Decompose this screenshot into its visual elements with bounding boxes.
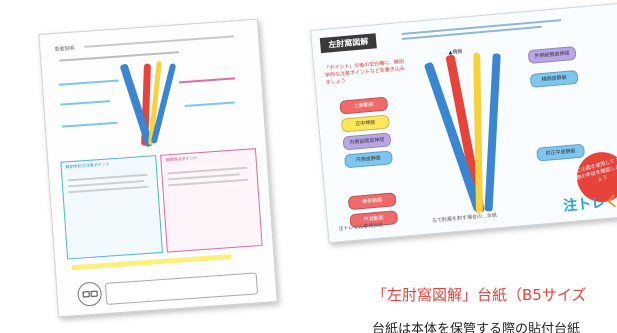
caption-subtitle: 台紙は本体を保管する際の貼付台紙 — [372, 322, 581, 333]
nurse-avatar-icon — [76, 281, 103, 307]
card-footer-mid: 左で肘窩を刺す場合の…台紙 — [431, 212, 498, 225]
brand-logo-main: 注トレ — [562, 193, 606, 214]
card-title: 左肘窩図解 — [319, 33, 377, 54]
pill-label: 内側前腕皮神経 — [342, 132, 392, 151]
vessel-blue-2 — [484, 53, 501, 212]
brand-logo: 注トレく — [562, 191, 617, 216]
puncture-note-box: 穿刺時のポイント — [160, 148, 263, 253]
anatomy-note-box: 解剖学的な注意ポイント — [60, 155, 163, 260]
annotation-line — [184, 101, 235, 107]
worksheet-header-line — [84, 35, 235, 48]
pill-label: 正中神経 — [340, 114, 390, 133]
worksheet-sheet: 患者説明 解剖学的な注意ポイント 穿刺時のポイント — [38, 18, 278, 318]
vessel-yellow — [473, 52, 483, 213]
annotation-line — [61, 121, 118, 128]
template-card: 左肘窩図解 「ポイント」の後の空白欄に、解剖学的な注意ポイントなどを書き込みまし… — [310, 2, 617, 244]
pill-label: 上腕動脈 — [339, 96, 389, 115]
pill-label: 外側前腕皮神経 — [527, 45, 577, 65]
annotation-line — [58, 79, 119, 86]
annotation-line — [179, 77, 236, 84]
puncture-note-title: 穿刺時のポイント — [165, 155, 198, 163]
pill-label: 肘正中皮静脈 — [536, 143, 586, 162]
worksheet-header-label: 患者説明 — [54, 45, 75, 53]
caption-title: 「左肘窩図解」台紙（B5サイズ — [372, 286, 587, 304]
pill-label: 尺側皮静脈 — [343, 150, 394, 169]
worksheet-subheader-line — [59, 51, 180, 62]
brand-logo-accent: く — [604, 192, 617, 210]
anatomy-note-title: 解剖学的な注意ポイント — [65, 161, 110, 170]
pill-label: 橈側皮静脈 — [529, 69, 579, 88]
card-red-note: 「ポイント」の後の空白欄に、解剖学的な注意ポイントなどを書き込みましょう — [324, 58, 406, 86]
pill-label: 橈骨動脈 — [347, 192, 397, 211]
speech-bubble — [104, 272, 259, 305]
card-footer-left: 注トレくん専用台紙 — [338, 222, 384, 233]
annotation-line — [60, 100, 111, 106]
